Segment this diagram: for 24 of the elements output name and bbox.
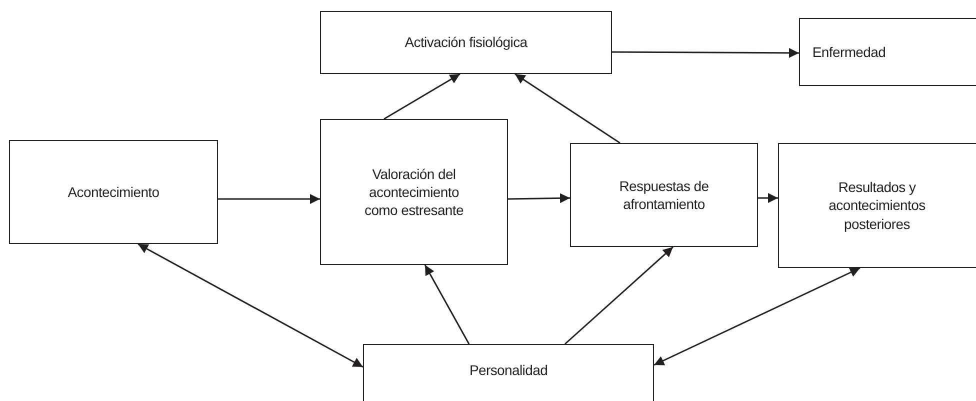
arrow [424,264,470,344]
process-box [778,143,976,268]
arrow [218,194,320,204]
box-label: Respuestas de afrontamiento [618,176,710,214]
arrow [508,193,570,204]
arrow [514,73,620,144]
box-label: Acontecimiento [68,182,160,202]
process-box [799,18,976,86]
arrow [564,246,674,345]
arrow [612,48,799,58]
process-box [570,143,758,247]
process-box [363,344,654,401]
arrow [384,73,460,120]
arrow [138,243,364,368]
box-label: Activación fisiológica [404,33,528,52]
process-box [9,140,218,244]
box-label: Valoración del acontecimiento como estresante [364,164,464,220]
box-label: Enfermedad [812,42,886,62]
process-box [320,11,612,74]
box-label: Resultados y acontecimientos posteriores [828,178,926,233]
arrow [654,267,860,366]
process-box [320,119,508,265]
arrow [758,193,778,203]
box-label: Personalidad [469,361,548,380]
